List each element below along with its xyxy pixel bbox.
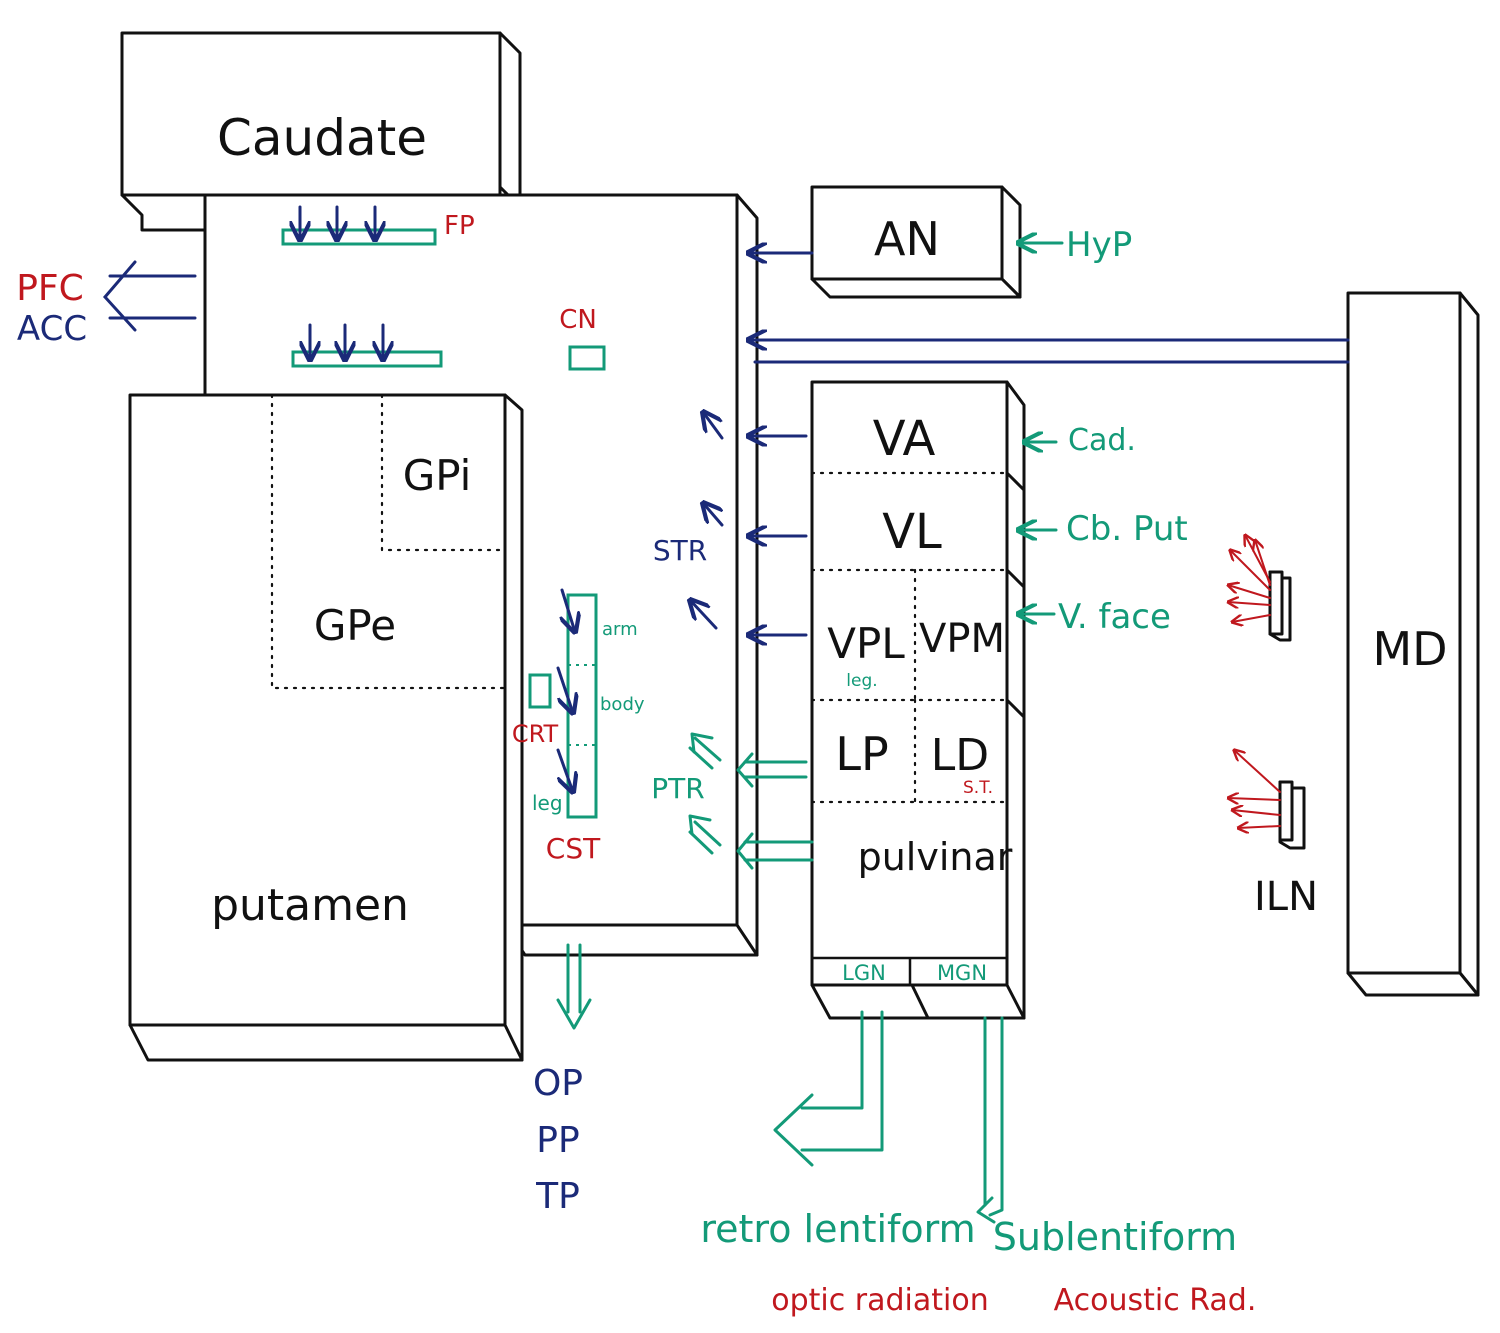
- tp-label: TP: [535, 1176, 580, 1217]
- vl-label: VL: [882, 504, 942, 560]
- gpe-label: GPe: [314, 601, 396, 650]
- vpm-label: VPM: [919, 616, 1005, 662]
- pfc-label: PFC: [16, 268, 84, 309]
- thalamic-inputs: Cad. Cb. Put V. face: [1018, 423, 1188, 637]
- ld-label: LD: [931, 730, 989, 781]
- intralaminar-nuclei: ILN: [1228, 535, 1318, 920]
- crt-label: CRT: [512, 720, 559, 748]
- lp-label: LP: [835, 727, 888, 781]
- body-label: body: [600, 694, 645, 715]
- sublentiform-label: Sublentiform: [993, 1215, 1237, 1259]
- lateral-thalamus-block: VA VL VPL leg. VPM LP LD S.T. pulvinar L…: [736, 380, 1026, 1020]
- retro-lentiform-label: retro lentiform: [700, 1207, 975, 1251]
- op-pp-tp-projection: OP PP TP: [533, 943, 592, 1217]
- md-label: MD: [1372, 622, 1447, 676]
- pfc-acc-projection: PFC ACC: [16, 260, 197, 349]
- anterior-nucleus-block: AN HyP: [748, 185, 1132, 299]
- vpl-sub-label: leg.: [846, 671, 877, 691]
- acoustic-radiation-path: Sublentiform Acoustic Rad.: [976, 1016, 1257, 1318]
- iln-label: ILN: [1254, 874, 1318, 920]
- cad-input-label: Cad.: [1068, 423, 1136, 458]
- mediodorsal-block: MD: [748, 291, 1480, 997]
- acoustic-rad-label: Acoustic Rad.: [1054, 1283, 1257, 1318]
- acc-label: ACC: [17, 309, 87, 349]
- cb-put-input-label: Cb. Put: [1066, 509, 1188, 549]
- pp-label: PP: [536, 1120, 579, 1161]
- mgn-label: MGN: [937, 961, 987, 985]
- ld-sub-label: S.T.: [963, 778, 993, 798]
- corticospinal-tract: arm body leg CST: [532, 588, 645, 865]
- an-label: AN: [874, 212, 940, 266]
- superior-thalamic-radiation: STR: [653, 412, 724, 630]
- arm-label: arm: [602, 619, 638, 640]
- putamen-block: putamen GPi GPe: [128, 393, 524, 1062]
- posterior-thalamic-radiation: PTR: [651, 732, 722, 855]
- thalamic-peduncle-fibers: [291, 323, 443, 368]
- hyp-input-label: HyP: [1066, 225, 1132, 265]
- corticonuclear-fibers: CN: [559, 305, 606, 371]
- va-label: VA: [873, 411, 936, 467]
- pulvinar-label: pulvinar: [858, 835, 1013, 879]
- frontopontine-fibers: FP: [281, 205, 475, 246]
- cst-label: CST: [546, 832, 601, 865]
- leg-label: leg: [532, 791, 563, 815]
- corticoreticular-tract: CRT: [512, 673, 559, 748]
- op-label: OP: [533, 1063, 583, 1104]
- ptr-label: PTR: [651, 772, 704, 805]
- cn-label: CN: [559, 305, 597, 335]
- fp-label: FP: [444, 211, 475, 241]
- gpi-label: GPi: [403, 451, 472, 500]
- lgn-label: LGN: [842, 961, 886, 985]
- putamen-label: putamen: [211, 880, 409, 931]
- vpl-label: VPL: [827, 619, 905, 668]
- optic-radiation-label: optic radiation: [771, 1283, 988, 1318]
- caudate-label: Caudate: [217, 109, 427, 167]
- str-label: STR: [653, 534, 707, 567]
- optic-radiation-path: retro lentiform optic radiation: [700, 1010, 989, 1318]
- v-face-input-label: V. face: [1058, 597, 1171, 637]
